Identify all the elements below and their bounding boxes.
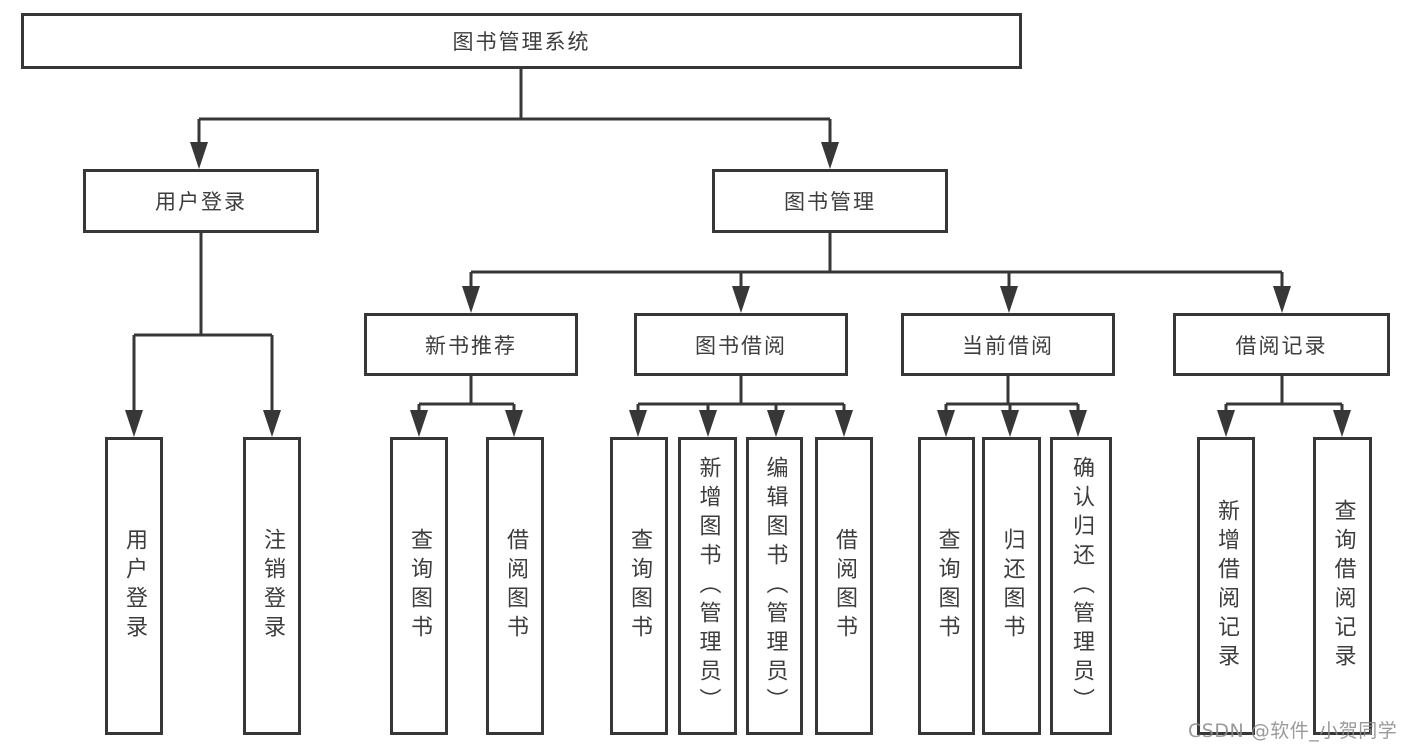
node-nbr-borrow-books-label: 借阅图书 — [503, 528, 528, 644]
node-borrowing-records: 借阅记录 — [1173, 313, 1390, 376]
node-logout: 注销登录 — [243, 437, 301, 735]
node-br-query-record-label: 查询借阅记录 — [1330, 499, 1356, 673]
node-current-borrowing: 当前借阅 — [901, 313, 1115, 376]
node-cb-return-books: 归还图书 — [982, 437, 1041, 735]
node-bb-edit-books-admin: 编辑图书（管理员） — [746, 437, 803, 735]
watermark: CSDN @软件_小贺同学 — [1188, 720, 1398, 742]
node-book-management: 图书管理 — [712, 169, 948, 233]
node-bb-query-books: 查询图书 — [610, 437, 668, 735]
node-cb-query-books: 查询图书 — [918, 437, 975, 735]
node-bb-add-books-admin-label: 新增图书（管理员） — [695, 455, 721, 717]
node-user-login: 用户登录 — [105, 437, 163, 735]
node-bb-add-books-admin: 新增图书（管理员） — [678, 437, 737, 735]
node-book-management-label: 图书管理 — [784, 190, 876, 214]
node-cb-query-books-label: 查询图书 — [934, 528, 960, 644]
node-borrowing-records-label: 借阅记录 — [1235, 333, 1328, 358]
node-nbr-query-books: 查询图书 — [390, 437, 448, 735]
node-book-borrowing: 图书借阅 — [634, 313, 848, 376]
node-bb-borrow-books: 借阅图书 — [815, 437, 873, 735]
node-bb-edit-books-admin-label: 编辑图书（管理员） — [762, 455, 788, 717]
node-cb-confirm-return-admin-label: 确认归还（管理员） — [1069, 455, 1094, 717]
node-nbr-borrow-books: 借阅图书 — [486, 437, 544, 735]
node-library-system: 图书管理系统 — [21, 13, 1022, 69]
node-cb-return-books-label: 归还图书 — [999, 528, 1025, 644]
node-logout-label: 注销登录 — [260, 528, 285, 644]
node-cb-confirm-return-admin: 确认归还（管理员） — [1050, 437, 1112, 735]
node-nbr-query-books-label: 查询图书 — [407, 528, 432, 644]
node-br-query-record: 查询借阅记录 — [1313, 437, 1372, 735]
node-br-add-record: 新增借阅记录 — [1197, 437, 1255, 735]
node-library-system-label: 图书管理系统 — [452, 30, 591, 54]
node-new-book-recommend: 新书推荐 — [364, 313, 578, 376]
node-book-borrowing-label: 图书借阅 — [695, 333, 787, 358]
node-bb-query-books-label: 查询图书 — [627, 528, 652, 644]
node-bb-borrow-books-label: 借阅图书 — [832, 528, 857, 644]
node-user-login-group: 用户登录 — [83, 169, 319, 233]
node-new-book-recommend-label: 新书推荐 — [425, 333, 517, 358]
node-user-login-label: 用户登录 — [122, 528, 147, 644]
node-br-add-record-label: 新增借阅记录 — [1214, 499, 1239, 673]
node-current-borrowing-label: 当前借阅 — [962, 333, 1054, 358]
node-user-login-group-label: 用户登录 — [155, 190, 247, 214]
